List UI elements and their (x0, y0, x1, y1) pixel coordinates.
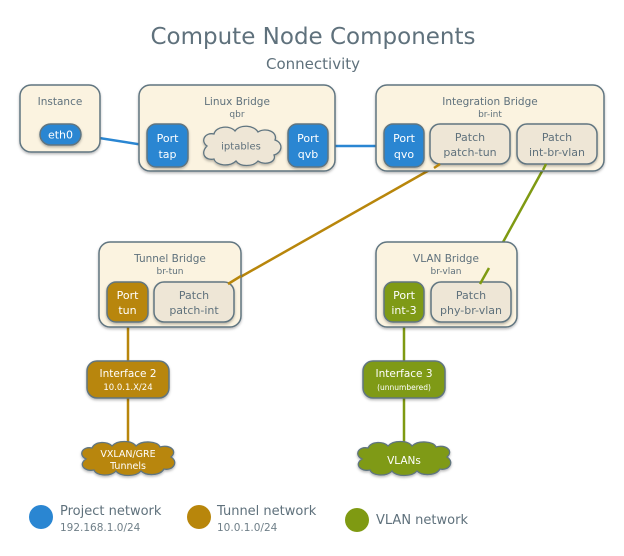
vlan-bridge-box[interactable]: VLAN Bridge br-vlan Port int-3 Patch phy… (375, 241, 518, 328)
port-int-3[interactable]: Port int-3 (383, 281, 425, 323)
patch-phy-br-vlan-l1: Patch (456, 289, 486, 302)
port-tun[interactable]: Port tun (106, 281, 149, 323)
patch-patch-int[interactable]: Patch patch-int (153, 281, 235, 323)
patch-int-br-vlan[interactable]: Patch int-br-vlan (516, 123, 598, 165)
eth0-port[interactable]: eth0 (39, 123, 82, 146)
patch-int-br-vlan-l1: Patch (542, 131, 572, 144)
port-int-3-l2: int-3 (391, 304, 416, 317)
instance-box[interactable]: Instance eth0 (19, 84, 101, 153)
legend-label-tunnel: Tunnel network (216, 504, 317, 519)
diagram-title: Compute Node Components (150, 24, 475, 50)
link-vlan-into-bridge (478, 267, 491, 285)
patch-tun-l2: patch-tun (443, 146, 496, 159)
interface-2-ip: 10.0.1.X/24 (103, 383, 152, 393)
eth0-label: eth0 (48, 129, 73, 142)
patch-int-br-vlan-l2: int-br-vlan (529, 146, 585, 159)
port-int-3-l1: Port (393, 289, 415, 302)
legend-label-project: Project network (60, 504, 162, 519)
linux-bridge-sub: qbr (229, 110, 244, 120)
iptables-cloud[interactable]: iptables (203, 125, 282, 167)
tunnels-cloud[interactable]: VXLAN/GRE Tunnels (81, 440, 176, 477)
legend-swatch-tunnel (187, 505, 211, 529)
link-tunnel-into-bridge (227, 274, 242, 286)
integration-bridge-sub: br-int (478, 110, 502, 120)
link-patchtun-patchint (227, 162, 441, 286)
port-qvb[interactable]: Port qvb (287, 123, 329, 168)
legend-item-project: Project network 192.168.1.0/24 (29, 504, 162, 534)
tunnel-bridge-sub: br-tun (156, 267, 183, 277)
linux-bridge-box[interactable]: Linux Bridge qbr Port tap iptables Port … (138, 84, 336, 172)
port-tun-l2: tun (118, 304, 136, 317)
port-qvb-l2: qvb (298, 148, 318, 161)
patch-int-l2: patch-int (169, 304, 219, 317)
integration-bridge-box[interactable]: Integration Bridge br-int Port qvo Patch… (375, 84, 605, 172)
patch-int-l1: Patch (179, 289, 209, 302)
tunnels-cloud-l2: Tunnels (109, 461, 146, 472)
port-tun-l1: Port (117, 289, 139, 302)
patch-tun[interactable]: Patch patch-tun (429, 123, 511, 165)
port-tap-l1: Port (157, 132, 179, 145)
vlan-bridge-title: VLAN Bridge (413, 253, 479, 265)
diagram-subtitle: Connectivity (266, 55, 360, 73)
interface-2-label: Interface 2 (99, 368, 156, 380)
legend-sub-project: 192.168.1.0/24 (60, 522, 141, 534)
legend-sub-tunnel: 10.0.1.0/24 (217, 522, 278, 534)
vlans-cloud[interactable]: VLANs (357, 440, 452, 477)
instance-title: Instance (38, 96, 83, 108)
patch-phy-br-vlan-l2: phy-br-vlan (440, 304, 502, 317)
tunnel-bridge-box[interactable]: Tunnel Bridge br-tun Port tun Patch patc… (98, 241, 242, 328)
iptables-label: iptables (221, 142, 261, 153)
interface-3[interactable]: Interface 3 (unnumbered) (362, 360, 446, 399)
interface-3-label: Interface 3 (375, 368, 432, 380)
interface-2[interactable]: Interface 2 10.0.1.X/24 (86, 360, 170, 399)
port-qvb-l1: Port (297, 132, 319, 145)
patch-tun-l1: Patch (455, 131, 485, 144)
integration-bridge-title: Integration Bridge (442, 96, 537, 108)
legend-swatch-project (29, 505, 53, 529)
link-patchtun-stub (433, 162, 441, 170)
vlan-bridge-sub: br-vlan (431, 267, 462, 277)
vlans-cloud-label: VLANs (387, 455, 421, 467)
interface-3-sub: (unnumbered) (377, 383, 431, 392)
patch-phy-br-vlan[interactable]: Patch phy-br-vlan (430, 281, 512, 323)
legend-swatch-vlan (345, 508, 369, 532)
linux-bridge-title: Linux Bridge (204, 96, 270, 108)
legend: Project network 192.168.1.0/24 Tunnel ne… (29, 504, 468, 534)
port-qvo-l1: Port (393, 132, 415, 145)
legend-label-vlan: VLAN network (376, 513, 468, 528)
legend-item-tunnel: Tunnel network 10.0.1.0/24 (187, 504, 317, 534)
tunnel-bridge-title: Tunnel Bridge (133, 253, 206, 265)
port-tap[interactable]: Port tap (146, 123, 189, 168)
port-qvo-l2: qvo (394, 148, 414, 161)
legend-item-vlan: VLAN network (345, 508, 468, 532)
tunnels-cloud-l1: VXLAN/GRE (100, 449, 155, 460)
link-intbrvlan-stub (541, 163, 548, 171)
port-tap-l2: tap (158, 148, 176, 161)
port-qvo[interactable]: Port qvo (383, 123, 425, 168)
